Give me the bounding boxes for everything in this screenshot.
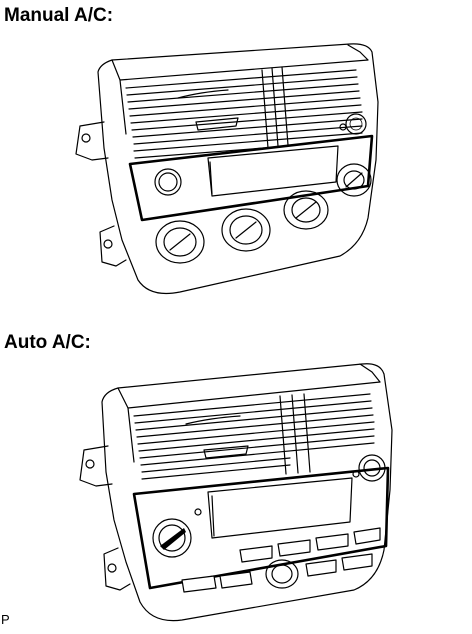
auto-vent-louvers [133,393,375,480]
manual-vent-louvers [125,66,363,159]
manual-ac-heading: Manual A/C: [4,5,114,26]
auto-display-bezel [132,454,390,590]
auto-mounting-tabs [79,445,131,591]
auto-ac-heading: Auto A/C: [4,332,91,353]
auto-ac-panel-illustration [79,363,393,622]
manual-control-knobs [155,163,372,264]
auto-housing [101,363,393,622]
auto-control-buttons [181,527,381,593]
manual-display-bezel [128,113,374,222]
manual-mounting-tabs [75,121,127,267]
manual-ac-panel-illustration [75,43,379,295]
figure-code-label: P [1,612,10,627]
manual-housing [97,43,379,295]
